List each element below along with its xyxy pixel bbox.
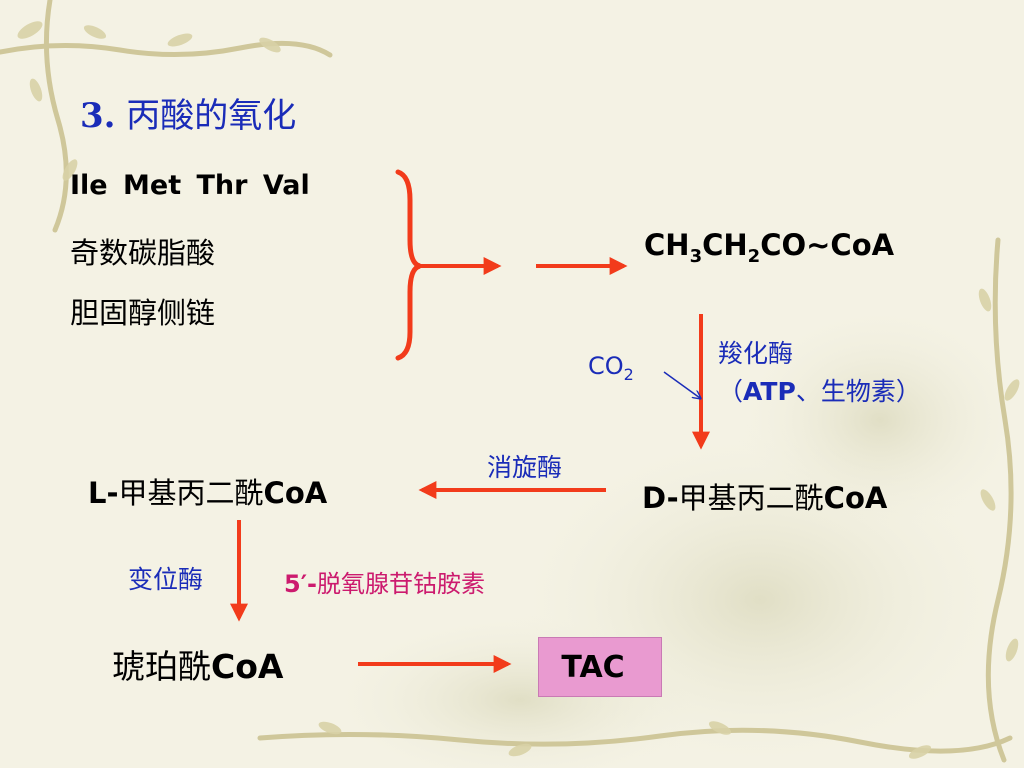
propionyl-sub1: 3 — [689, 245, 703, 267]
d-middle: 甲基丙二酰 — [678, 481, 824, 515]
tac-box: TAC — [538, 637, 662, 697]
cofactor-open-paren: （ — [718, 377, 744, 406]
l-middle: 甲基丙二酰 — [118, 476, 264, 510]
carboxylase-cofactors: （ATP、生物素） — [718, 372, 921, 408]
source-bracket — [395, 169, 421, 361]
propionyl-part1: CH — [644, 228, 690, 262]
mutase-label: 变位酶 — [128, 565, 204, 594]
co2-label: CO2 — [588, 352, 634, 384]
epimerase-label: 消旋酶 — [487, 453, 563, 482]
propionyl-coa-label: CH3CH2CO~CoA — [644, 228, 894, 267]
deoxyadenosylcobalamin-label: 5′-脱氧腺苷钴胺素 — [284, 564, 485, 599]
cofactor-atp: ATP — [743, 377, 796, 406]
slide-title: 3. 丙酸的氧化 — [80, 88, 296, 137]
cholesterol-side-chain-source: 胆固醇侧链 — [70, 296, 216, 330]
title-number: 3. — [80, 96, 116, 136]
carboxylase-label: 羧化酶 — [718, 339, 794, 368]
l-suffix: CoA — [263, 476, 328, 510]
b12-rest: 脱氧腺苷钴胺素 — [317, 570, 485, 598]
b12-prefix: 5′- — [284, 570, 317, 598]
co2-base: CO — [588, 352, 624, 380]
amino-acid-sources: Ile Met Thr Val — [70, 170, 310, 201]
l-prefix: L- — [88, 476, 119, 510]
co2-pointer — [663, 371, 700, 398]
l-methylmalonyl-coa-label: L-甲基丙二酰CoA — [88, 470, 327, 512]
cofactor-biotin: 、生物素） — [795, 377, 921, 406]
succinyl-coa-label: 琥珀酰CoA — [112, 640, 283, 688]
co2-sub: 2 — [623, 364, 634, 384]
d-prefix: D- — [642, 481, 679, 515]
d-methylmalonyl-coa-label: D-甲基丙二酰CoA — [642, 475, 887, 517]
succinyl-chinese: 琥珀酰 — [112, 647, 211, 686]
propionyl-part2: CH — [702, 228, 748, 262]
succinyl-suffix: CoA — [211, 647, 284, 686]
d-suffix: CoA — [823, 481, 888, 515]
propionyl-sub2: 2 — [747, 245, 761, 267]
odd-fatty-acid-source: 奇数碳脂酸 — [70, 236, 216, 270]
title-text: 丙酸的氧化 — [115, 96, 297, 136]
propionyl-part3: CO~CoA — [760, 228, 895, 262]
